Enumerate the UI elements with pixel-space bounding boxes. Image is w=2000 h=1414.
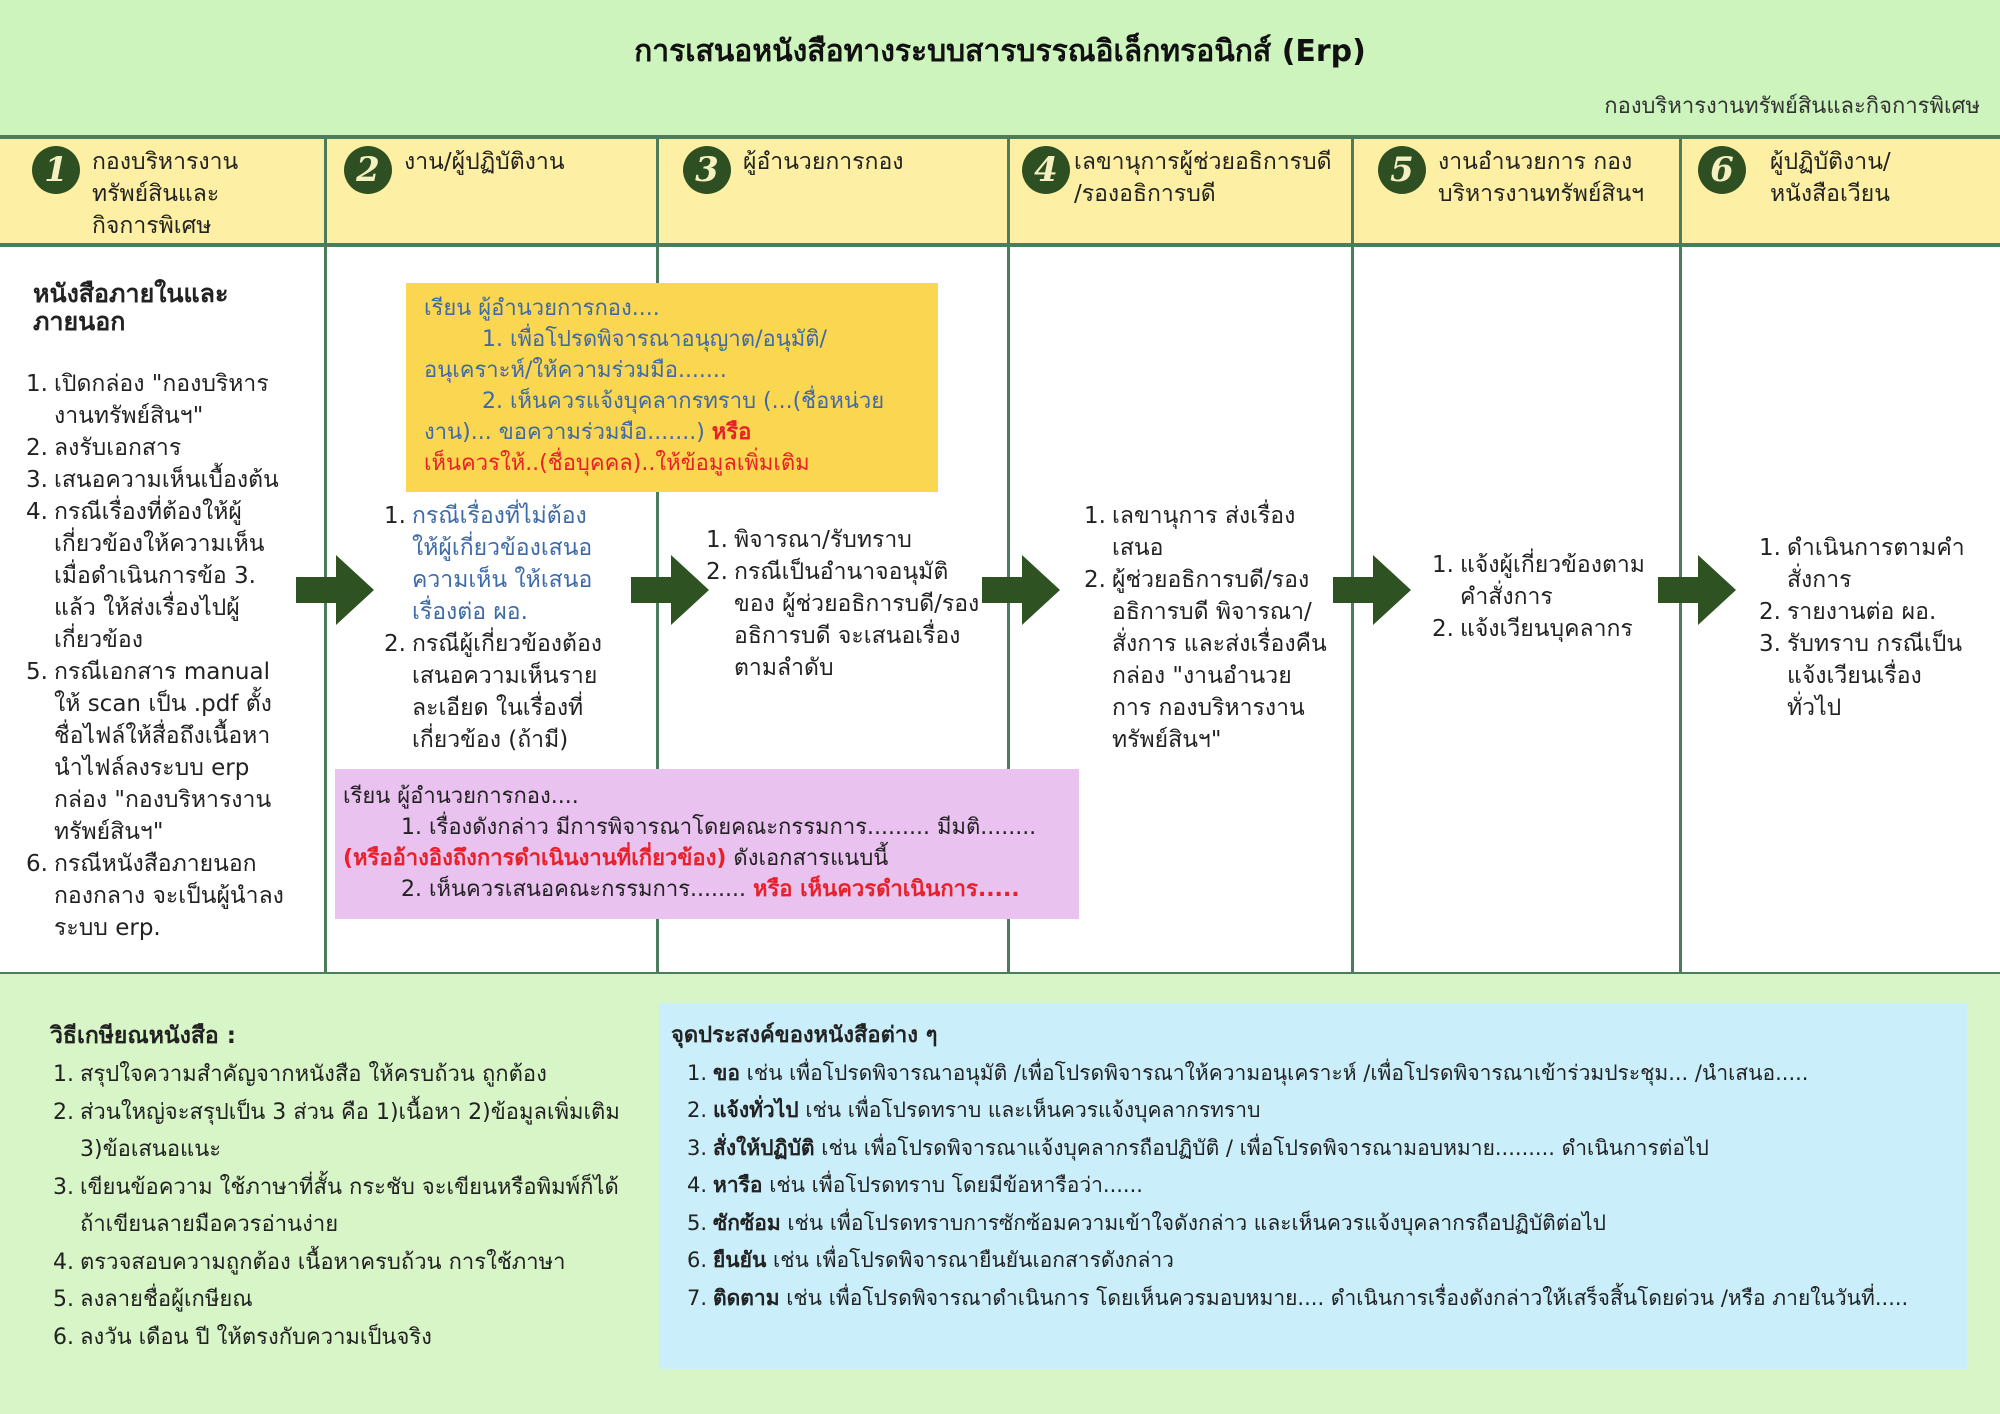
step-number-icon: 4 bbox=[1022, 146, 1070, 194]
list-item: 5.ลงลายชื่อผู้เกษียณ bbox=[53, 1287, 253, 1312]
note-line: เห็นควรให้..(ชื่อบุคคล)..ให้ข้อมูลเพิ่มเ… bbox=[424, 451, 810, 476]
column-label: ผู้อำนวยการกอง bbox=[743, 149, 904, 175]
page-subtitle: กองบริหารงานทรัพย์สินและกิจการพิเศษ bbox=[1604, 94, 1980, 119]
sample-note-pink: เรียน ผู้อำนวยการกอง.... 1. เรื่องดังกล่… bbox=[335, 769, 1079, 919]
column-label: งาน/ผู้ปฏิบัติงาน bbox=[404, 149, 565, 175]
column-label: เลขานุการผู้ช่วยอธิการบดี /รองอธิการบดี bbox=[1074, 149, 1332, 207]
column-label: กองบริหารงานทรัพย์สินและกิจการพิเศษ bbox=[92, 149, 239, 239]
column-label: งานอำนวยการ กองบริหารงานทรัพย์สินฯ bbox=[1438, 149, 1645, 207]
column-divider bbox=[1007, 139, 1010, 974]
step-number-icon: 6 bbox=[1698, 146, 1746, 194]
list-item: 1.ขอ เช่น เพื่อโปรดพิจารณาอนุมัติ /เพื่อ… bbox=[686, 1060, 1809, 1085]
list-item: 3.สั่งให้ปฏิบัติ เช่น เพื่อโปรดพิจารณาแจ… bbox=[686, 1135, 1709, 1160]
page-title: การเสนอหนังสือทางระบบสารบรรณอิเล็กทรอนิก… bbox=[634, 34, 1366, 69]
list-item: 6.ลงวัน เดือน ปี ให้ตรงกับความเป็นจริง bbox=[53, 1324, 432, 1350]
step-number-icon: 1 bbox=[32, 146, 80, 194]
list-item: 3.เสนอความเห็นเบื้องต้น bbox=[26, 467, 279, 493]
column-divider bbox=[1679, 139, 1682, 974]
column-header-2: 2 งาน/ผู้ปฏิบัติงาน bbox=[344, 146, 644, 194]
col4-list: 1.เลขานุการ ส่งเรื่องเสนอ 2.ผู้ช่วยอธิกา… bbox=[1082, 500, 1327, 756]
col5-list: 1.แจ้งผู้เกี่ยวข้องตามคำสั่งการ 2.แจ้งเว… bbox=[1430, 549, 1655, 645]
list-item: 1.ดำเนินการตามคำสั่งการ bbox=[1759, 535, 1965, 593]
list-item: 4.หารือ เช่น เพื่อโปรดทราบ โดยมีข้อหารือ… bbox=[686, 1173, 1143, 1197]
list-item: 2.กรณีเป็นอำนาจอนุมัติของ ผู้ช่วยอธิการบ… bbox=[706, 559, 980, 681]
column-header-band bbox=[0, 139, 2000, 243]
list-item: 3.เขียนข้อความ ใช้ภาษาที่สั้น กระชับ จะเ… bbox=[53, 1174, 619, 1238]
arrow-right-icon bbox=[1333, 555, 1411, 625]
list-item: 1.สรุปใจความสำคัญจากหนังสือ ให้ครบถ้วน ถ… bbox=[53, 1062, 547, 1087]
col1-list: 1.เปิดกล่อง "กองบริหารงานทรัพย์สินฯ" 2.ล… bbox=[24, 368, 300, 944]
list-item: 5.กรณีเอกสาร manual ให้ scan เป็น .pdf ต… bbox=[26, 659, 272, 845]
purposes-heading: จุดประสงค์ของหนังสือต่าง ๆ bbox=[671, 1023, 938, 1048]
list-item: 5.ซักซ้อม เช่น เพื่อโปรดทราบการซักซ้อมคว… bbox=[686, 1210, 1606, 1235]
divider bbox=[0, 243, 2000, 247]
step-number-icon: 3 bbox=[683, 146, 731, 194]
arrow-right-icon bbox=[296, 555, 374, 625]
list-item: 1.เปิดกล่อง "กองบริหารงานทรัพย์สินฯ" bbox=[26, 371, 269, 429]
list-item: 6.ยืนยัน เช่น เพื่อโปรดพิจารณายืนยันเอกส… bbox=[686, 1248, 1174, 1272]
arrow-right-icon bbox=[631, 555, 709, 625]
column-divider bbox=[324, 139, 327, 974]
sample-note-yellow: เรียน ผู้อำนวยการกอง.... 1. เพื่อโปรดพิจ… bbox=[406, 283, 938, 492]
note-line: 1. เพื่อโปรดพิจารณาอนุญาต/อนุมัติ/อนุเคร… bbox=[424, 327, 827, 383]
list-item: 4.ตรวจสอบความถูกต้อง เนื้อหาครบถ้วน การใ… bbox=[53, 1249, 566, 1275]
list-item: 4.กรณีเรื่องที่ต้องให้ผู้เกี่ยวข้องให้คว… bbox=[26, 499, 265, 653]
list-item: 2.แจ้งเวียนบุคลากร bbox=[1432, 616, 1633, 642]
arrow-right-icon bbox=[1658, 555, 1736, 625]
column-label: ผู้ปฏิบัติงาน/ หนังสือเวียน bbox=[1770, 149, 1891, 207]
writing-list: 1.สรุปใจความสำคัญจากหนังสือ ให้ครบถ้วน ถ… bbox=[44, 1056, 639, 1356]
list-item: 3.รับทราบ กรณีเป็นแจ้งเวียนเรื่องทั่วไป bbox=[1759, 631, 1963, 721]
list-item: 1.แจ้งผู้เกี่ยวข้องตามคำสั่งการ bbox=[1432, 552, 1645, 610]
note-line: 1. เรื่องดังกล่าว มีการพิจารณาโดยคณะกรรม… bbox=[343, 815, 1037, 871]
column-divider bbox=[656, 139, 659, 974]
list-item: 1.พิจารณา/รับทราบ bbox=[706, 527, 912, 553]
note-line: 2. เห็นควรเสนอคณะกรรมการ........ หรือ เห… bbox=[401, 877, 1020, 902]
list-item: 1.กรณีเรื่องที่ไม่ต้องให้ผู้เกี่ยวข้องเส… bbox=[384, 503, 593, 625]
col2-list: 1.กรณีเรื่องที่ไม่ต้องให้ผู้เกี่ยวข้องเส… bbox=[382, 500, 612, 756]
divider bbox=[0, 135, 2000, 139]
column-divider bbox=[1351, 139, 1354, 974]
list-item: 7.ติดตาม เช่น เพื่อโปรดพิจารณาดำเนินการ … bbox=[686, 1285, 1909, 1310]
list-item: 2.ส่วนใหญ่จะสรุปเป็น 3 ส่วน คือ 1)เนื้อห… bbox=[53, 1099, 620, 1163]
column-header-3: 3 ผู้อำนวยการกอง bbox=[683, 146, 993, 194]
list-item: 2.ลงรับเอกสาร bbox=[26, 435, 182, 461]
writing-heading: วิธีเกษียณหนังสือ : bbox=[50, 1023, 236, 1049]
divider bbox=[0, 972, 2000, 975]
step-number-icon: 5 bbox=[1378, 146, 1426, 194]
col3-list: 1.พิจารณา/รับทราบ 2.กรณีเป็นอำนาจอนุมัติ… bbox=[704, 524, 984, 684]
step-number-icon: 2 bbox=[344, 146, 392, 194]
list-item: 2.ผู้ช่วยอธิการบดี/รองอธิการบดี พิจารณา/… bbox=[1084, 567, 1327, 753]
list-item: 2.รายงานต่อ ผอ. bbox=[1759, 599, 1937, 625]
list-item: 2.แจ้งทั่วไป เช่น เพื่อโปรดทราบ และเห็นค… bbox=[686, 1098, 1261, 1122]
purposes-list: 1.ขอ เช่น เพื่อโปรดพิจารณาอนุมัติ /เพื่อ… bbox=[671, 1055, 1955, 1318]
note-line: เรียน ผู้อำนวยการกอง.... bbox=[424, 296, 660, 321]
title-bar bbox=[0, 0, 2000, 137]
note-line: 2. เห็นควรแจ้งบุคลากรทราบ (...(ชื่อหน่วย… bbox=[424, 389, 885, 445]
arrow-right-icon bbox=[982, 555, 1060, 625]
col6-list: 1.ดำเนินการตามคำสั่งการ 2.รายงานต่อ ผอ. … bbox=[1757, 532, 1972, 724]
column-header-6: 6 ผู้ปฏิบัติงาน/ หนังสือเวียน bbox=[1698, 146, 1988, 210]
list-item: 6.กรณีหนังสือภายนอก กองกลาง จะเป็นผู้นำล… bbox=[26, 851, 284, 941]
list-item: 1.เลขานุการ ส่งเรื่องเสนอ bbox=[1084, 503, 1296, 561]
note-line: เรียน ผู้อำนวยการกอง.... bbox=[343, 784, 579, 809]
col1-heading: หนังสือภายในและภายนอก bbox=[33, 279, 229, 336]
purposes-box: จุดประสงค์ของหนังสือต่าง ๆ 1.ขอ เช่น เพื… bbox=[659, 1003, 1967, 1369]
list-item: 2.กรณีผู้เกี่ยวข้องต้องเสนอความเห็นรายละ… bbox=[384, 631, 603, 753]
